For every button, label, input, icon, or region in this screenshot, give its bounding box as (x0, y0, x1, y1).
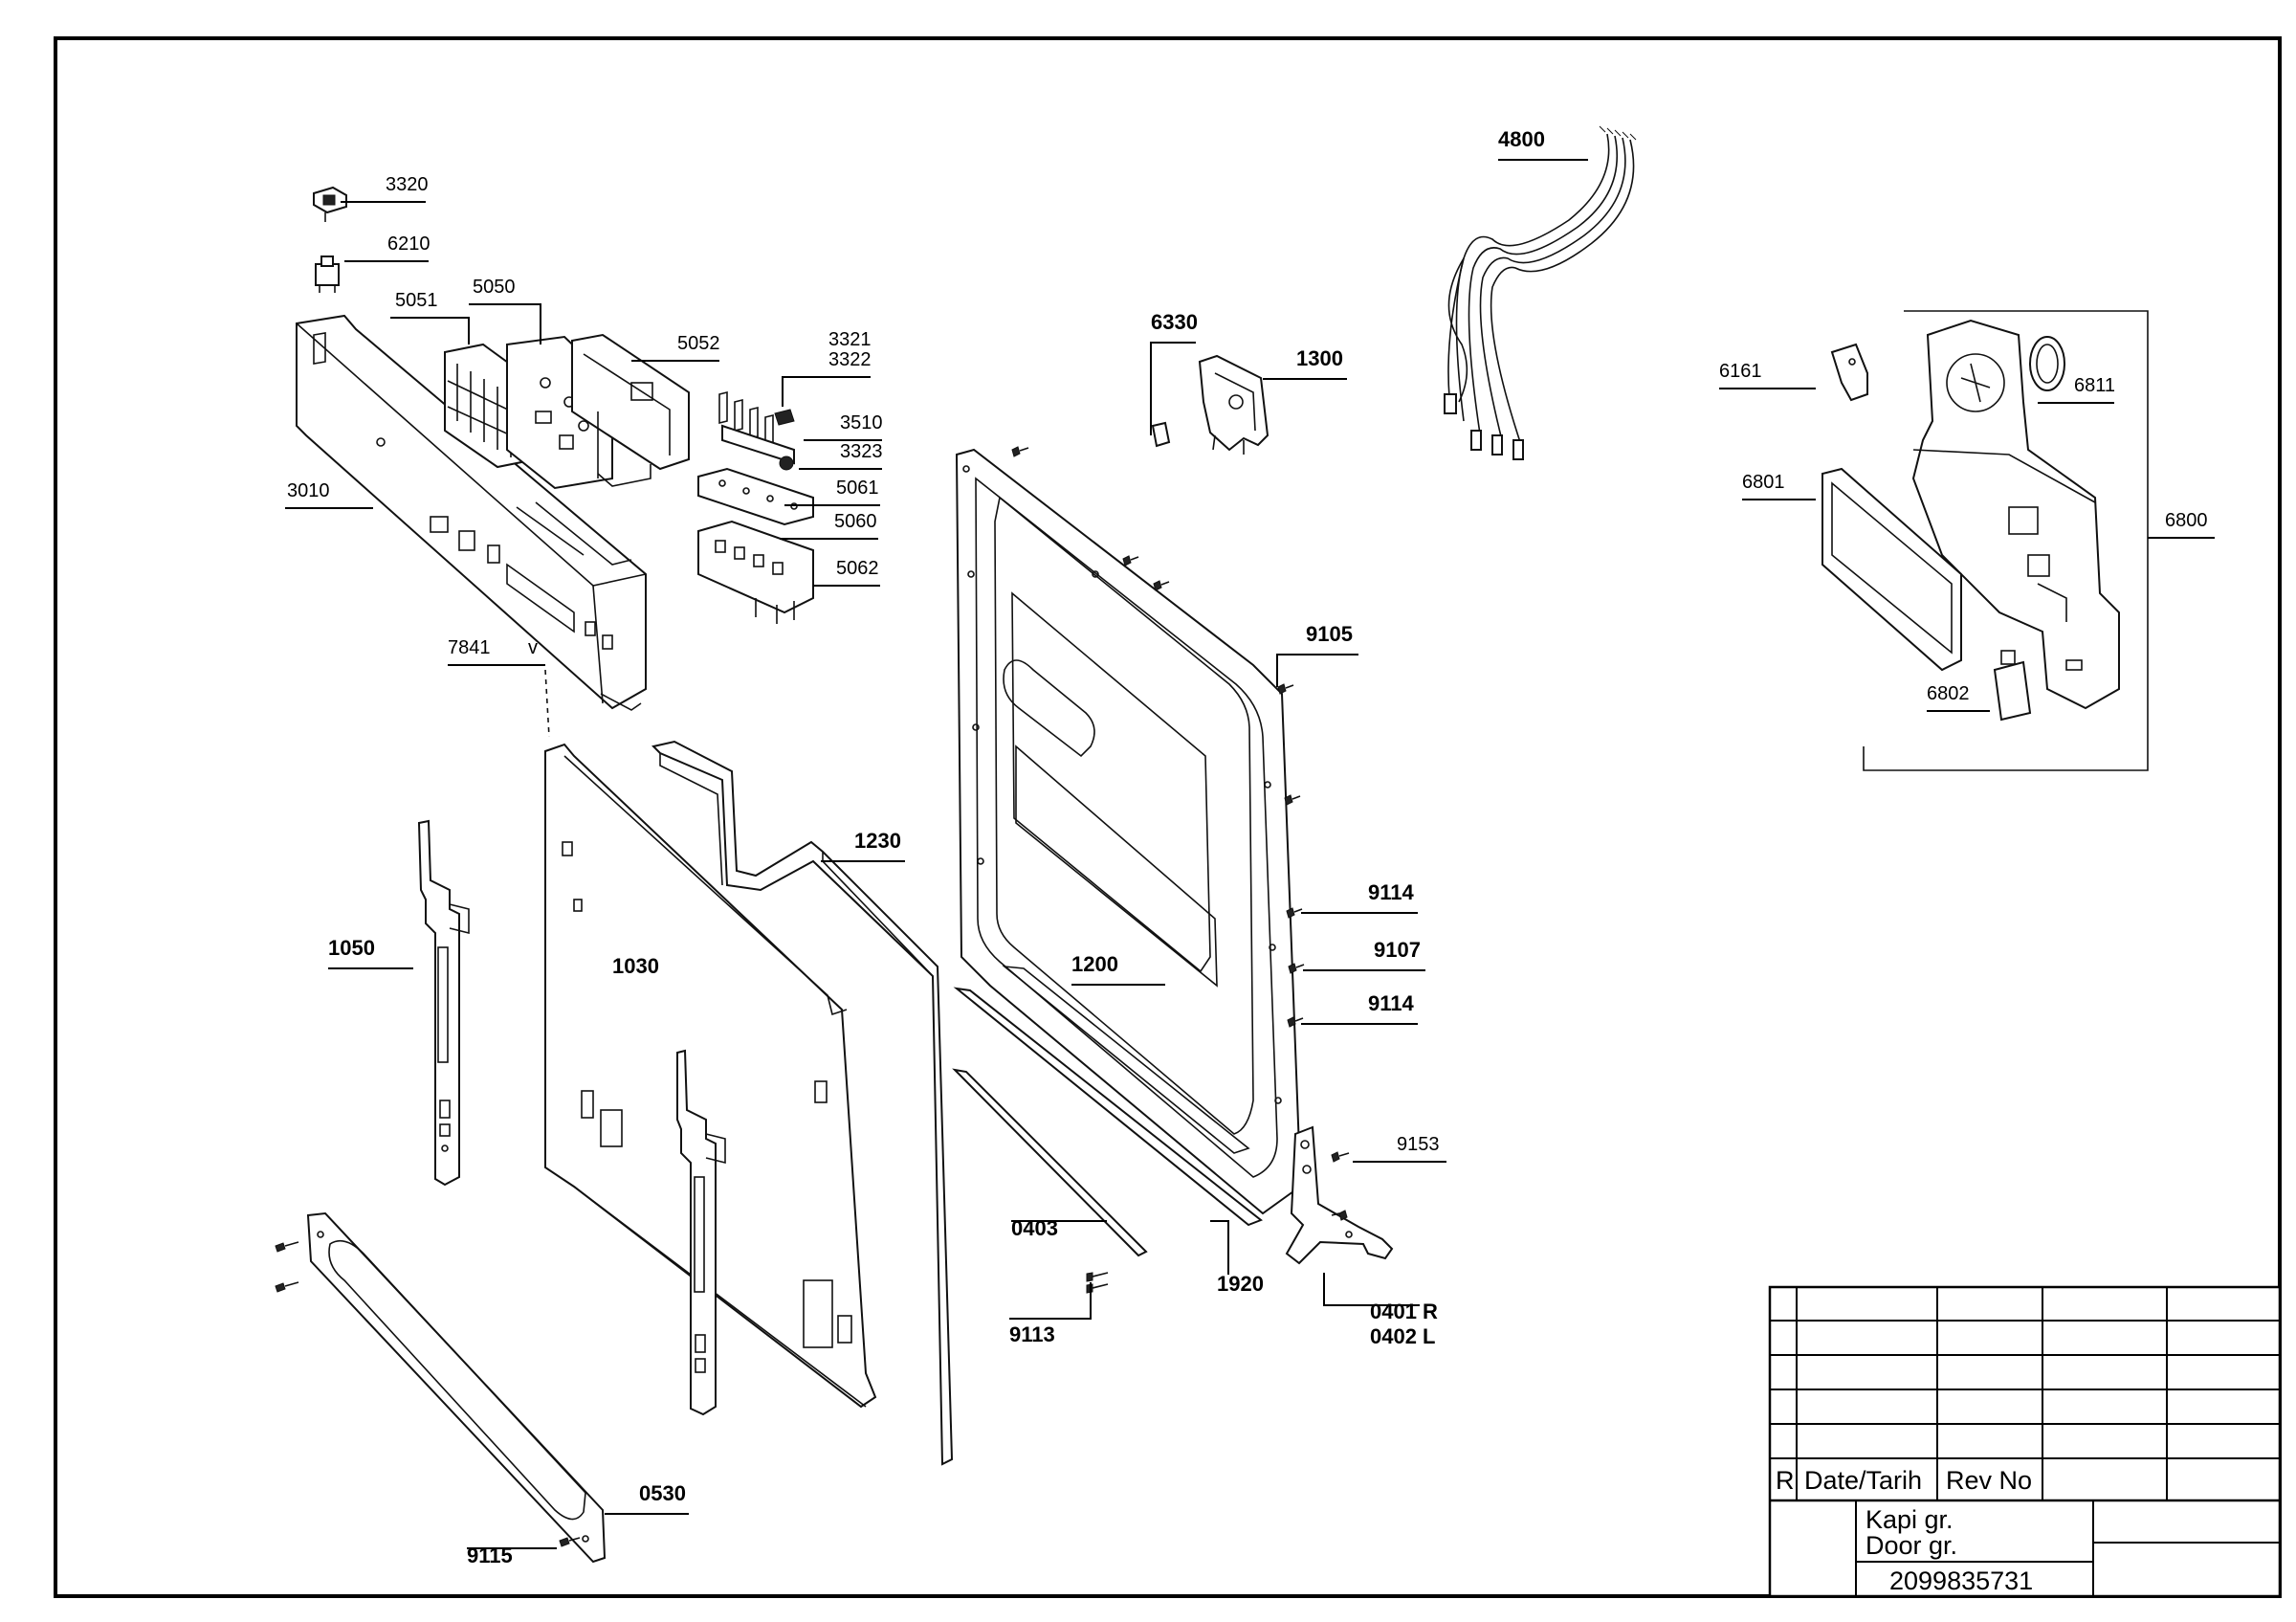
part-label-p9114a: 9114 (1368, 880, 1414, 904)
part-label-p3322: 3322 (828, 349, 872, 370)
leader-line-p9105 (1276, 654, 1358, 687)
part-6802-valve (1993, 650, 2032, 722)
part-1200-inner-door (955, 448, 1301, 1215)
part-3323-spring (779, 455, 794, 471)
title-date-label: Date/Tarih (1804, 1466, 1922, 1495)
part-label-p5061: 5061 (836, 478, 879, 499)
part-6800-dispenser (1911, 319, 2120, 710)
part-label-p7841: 7841 (448, 637, 491, 658)
leader-line-p9113 (1009, 1282, 1092, 1320)
part-label-p0530: 0530 (639, 1481, 686, 1505)
part-label-p7841v: v (528, 637, 538, 658)
part-label-p9153: 9153 (1397, 1134, 1440, 1155)
leader-line-p5051 (390, 317, 470, 344)
part-label-p9105: 9105 (1306, 622, 1353, 646)
part-label-p0401: 0401 R (1370, 1300, 1438, 1323)
sheet-border (54, 36, 2282, 1598)
part-label-p9113: 9113 (1009, 1322, 1055, 1346)
part-label-p9114b: 9114 (1368, 991, 1414, 1015)
part-1030-door-panel (544, 743, 877, 1409)
screws-9113 (1086, 1272, 1109, 1294)
title-block: R Date/Tarih Rev No Kapi gr. Door gr. 20… (1768, 1285, 2282, 1598)
part-label-p3323: 3323 (840, 441, 883, 462)
part-label-p6800: 6800 (2165, 510, 2208, 531)
part-label-p6210: 6210 (387, 233, 430, 255)
part-6811-gasket (2029, 336, 2065, 391)
title-name-en: Door gr. (1866, 1531, 1957, 1560)
part-label-p1050: 1050 (328, 936, 375, 960)
part-3010-control-panel (296, 314, 647, 711)
part-label-p1030: 1030 (612, 954, 659, 978)
part-label-p1230: 1230 (854, 829, 901, 853)
part-3510-keys (718, 390, 795, 465)
leader-line-p6330 (1150, 342, 1196, 435)
part-0530-bottom-panel (306, 1211, 607, 1564)
part-label-p1920: 1920 (1217, 1272, 1264, 1296)
part-label-p1300: 1300 (1296, 346, 1343, 370)
group-6800-frame (1863, 310, 2149, 771)
part-5060-button-assembly (697, 520, 814, 624)
part-label-p6161: 6161 (1719, 361, 1762, 382)
part-5061-board (697, 467, 814, 526)
title-r-label: R (1776, 1466, 1795, 1495)
part-6161-bracket (1830, 343, 1868, 402)
part-label-p1200: 1200 (1071, 952, 1118, 976)
part-1920-strip (953, 965, 1263, 1227)
part-6210-switch (315, 256, 340, 293)
part-label-p6802: 6802 (1927, 683, 1970, 704)
part-label-p5051: 5051 (395, 290, 438, 311)
part-label-p0402: 0402 L (1370, 1324, 1436, 1348)
part-label-p6811: 6811 (2074, 375, 2115, 396)
leader-line-p1920 (1210, 1220, 1229, 1275)
part-label-p9115: 9115 (467, 1544, 513, 1567)
part-label-p3010: 3010 (287, 480, 330, 501)
part-0401-hinge (1285, 1125, 1394, 1265)
part-1230-frame (651, 740, 954, 1466)
part-label-p4800: 4800 (1498, 127, 1545, 151)
drawing-number: 2099835731 (1889, 1566, 2033, 1595)
part-label-p3321: 3321 (828, 329, 872, 350)
part-label-p6330: 6330 (1151, 310, 1198, 334)
part-3320-knob (313, 186, 347, 222)
part-1050-hinge-left (417, 819, 470, 1187)
part-5052-housing (571, 333, 690, 487)
title-name-tr: Kapi gr. (1866, 1505, 1954, 1534)
part-6330-bracket (1151, 421, 1171, 448)
part-0403-strip (952, 1068, 1148, 1257)
part-3321-connector (774, 409, 795, 426)
part-label-p6801: 6801 (1742, 472, 1785, 493)
screws-door (1011, 446, 1350, 1221)
part-drawings (275, 125, 2149, 1564)
title-rev-label: Rev No (1946, 1466, 2032, 1495)
part-label-p3510: 3510 (840, 412, 883, 433)
part-label-p3320: 3320 (386, 174, 429, 195)
part-1300-latch (1198, 354, 1269, 455)
part-label-p5050: 5050 (473, 277, 516, 298)
part-label-p9107: 9107 (1374, 938, 1421, 962)
part-label-p0403: 0403 (1011, 1216, 1058, 1240)
part-6801-seal (1821, 467, 1962, 672)
part-label-p5052: 5052 (677, 333, 720, 354)
leader-line-p3322 (782, 376, 871, 407)
leader-line-p5050 (469, 303, 541, 344)
screws-0530 (275, 1241, 581, 1547)
part-label-p5060: 5060 (834, 511, 877, 532)
part-4800-harness (1444, 125, 1637, 460)
part-label-p5062: 5062 (836, 558, 879, 579)
part-hinge-right (676, 1049, 726, 1416)
leader-line-p0401 (1323, 1273, 1420, 1306)
